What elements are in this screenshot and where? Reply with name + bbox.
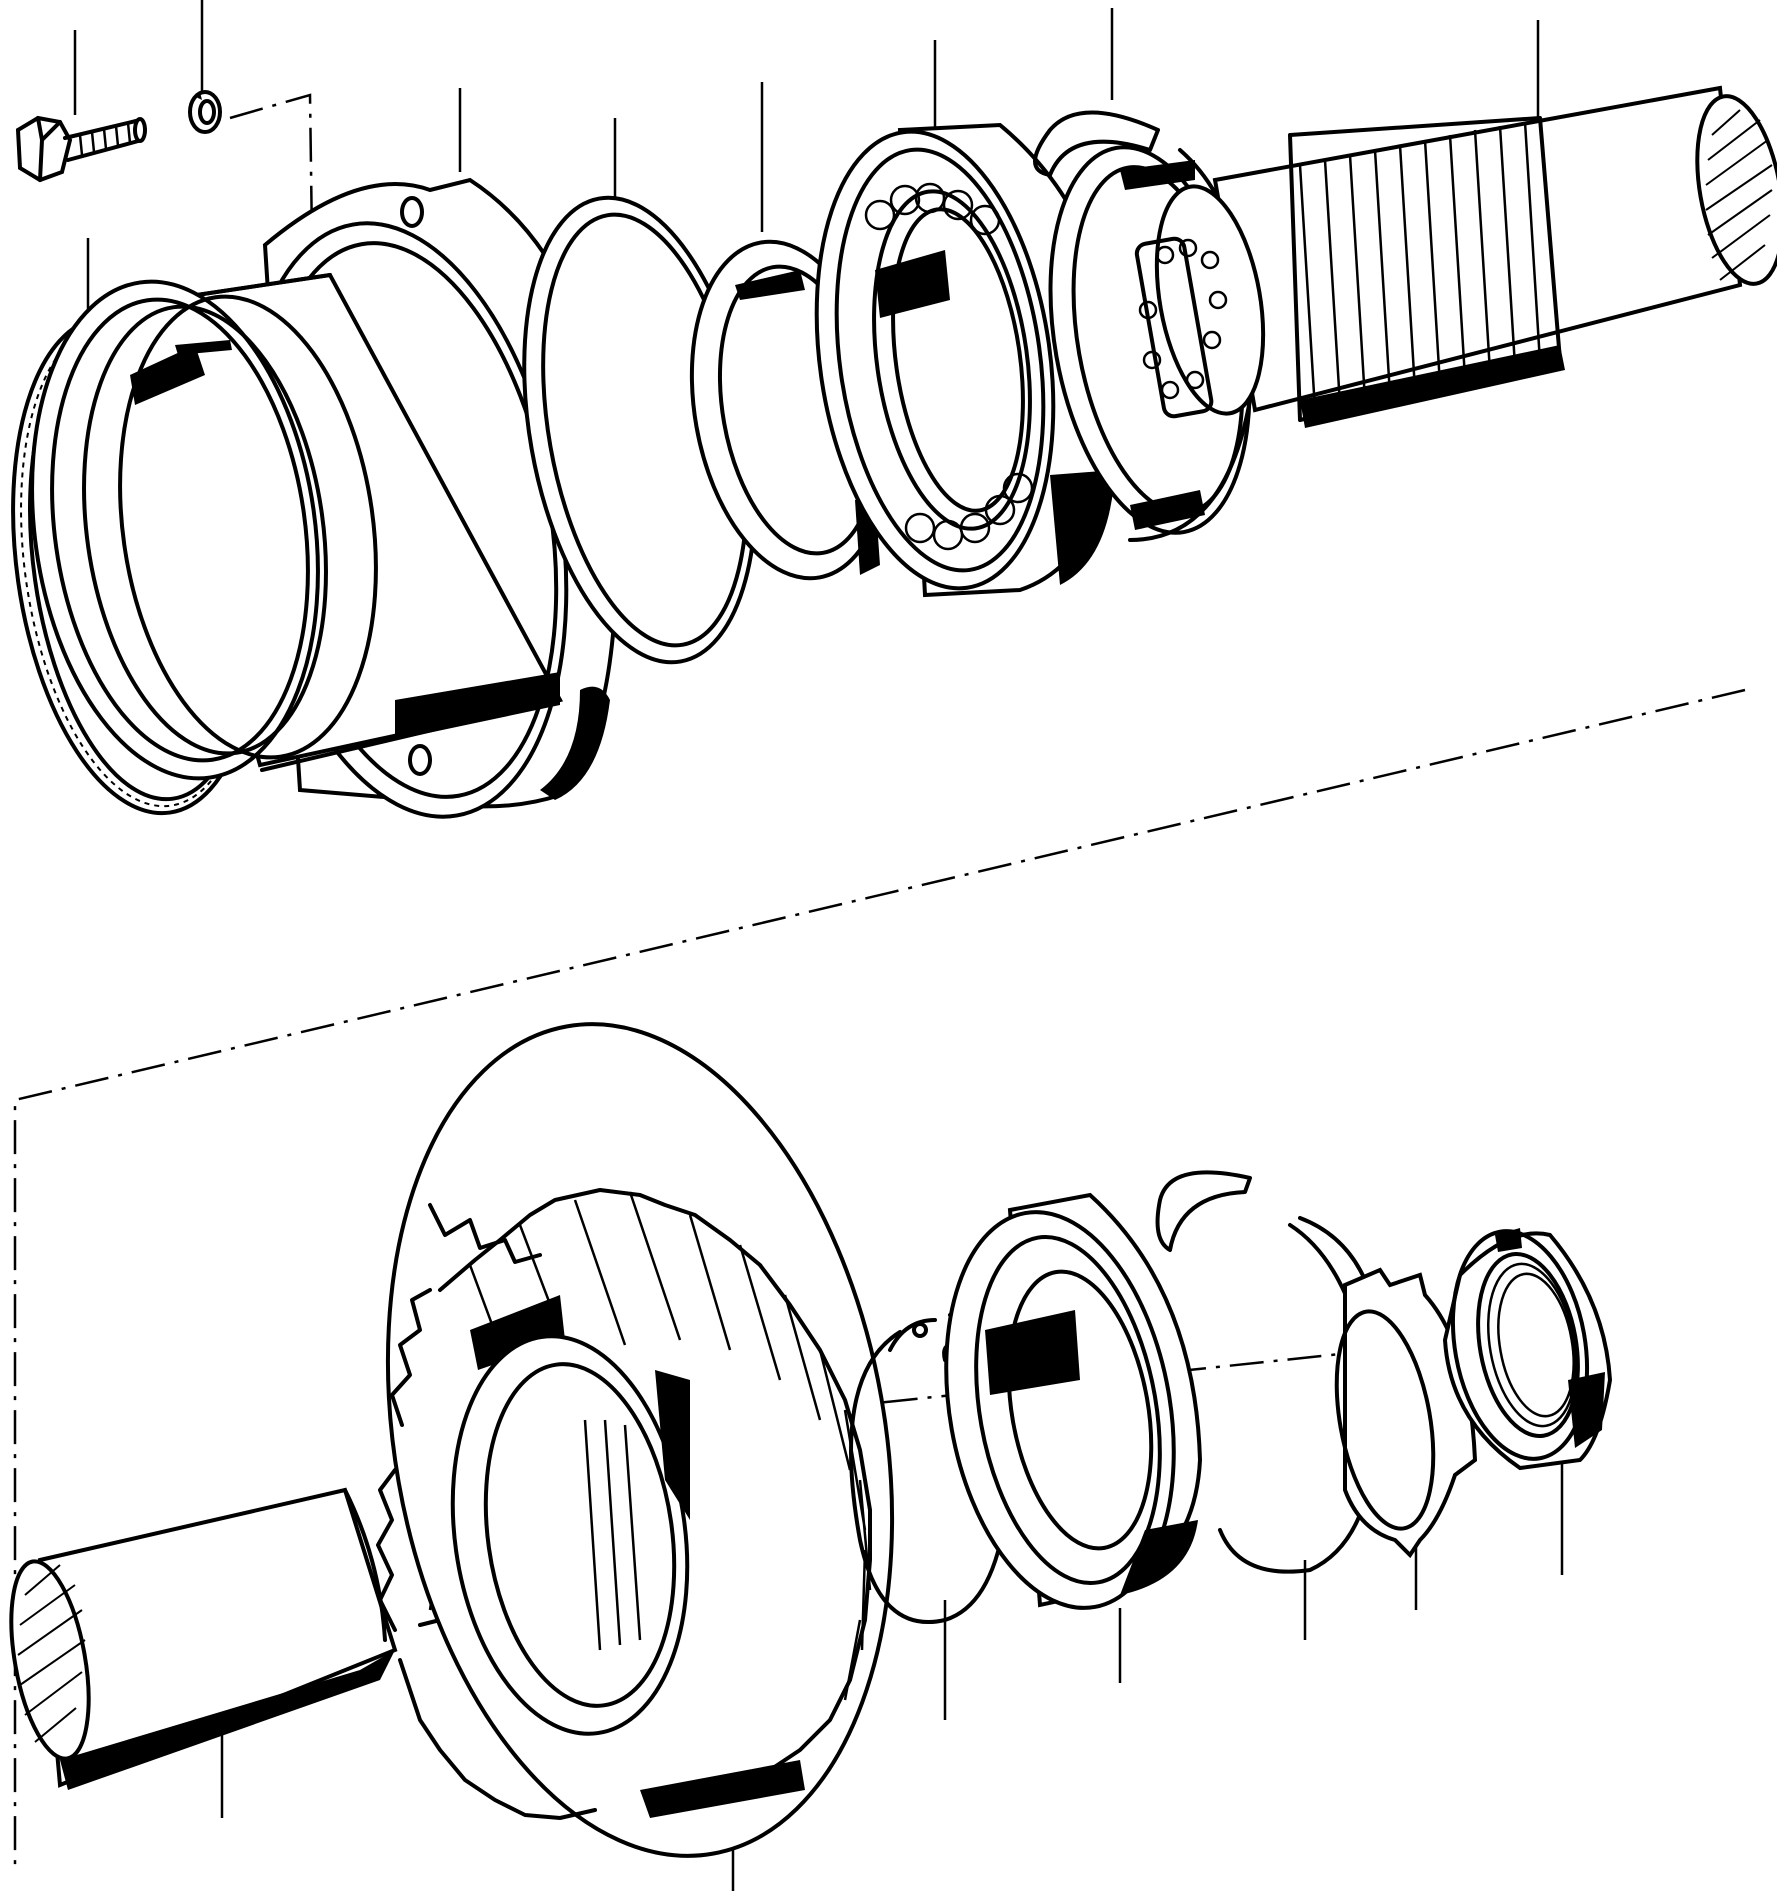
lock-washer <box>188 90 222 134</box>
helical-gear <box>376 1022 895 1858</box>
lock-nut <box>1442 1228 1613 1471</box>
hex-bolt <box>15 115 147 183</box>
bearing-housing <box>30 177 619 819</box>
ball-bearing-lower <box>944 1192 1203 1610</box>
snap-ring-lower <box>1155 1170 1252 1252</box>
tab-washer <box>1334 1267 1478 1559</box>
splined-output-shaft <box>1134 85 1777 428</box>
snap-ring-upper <box>1033 110 1160 177</box>
